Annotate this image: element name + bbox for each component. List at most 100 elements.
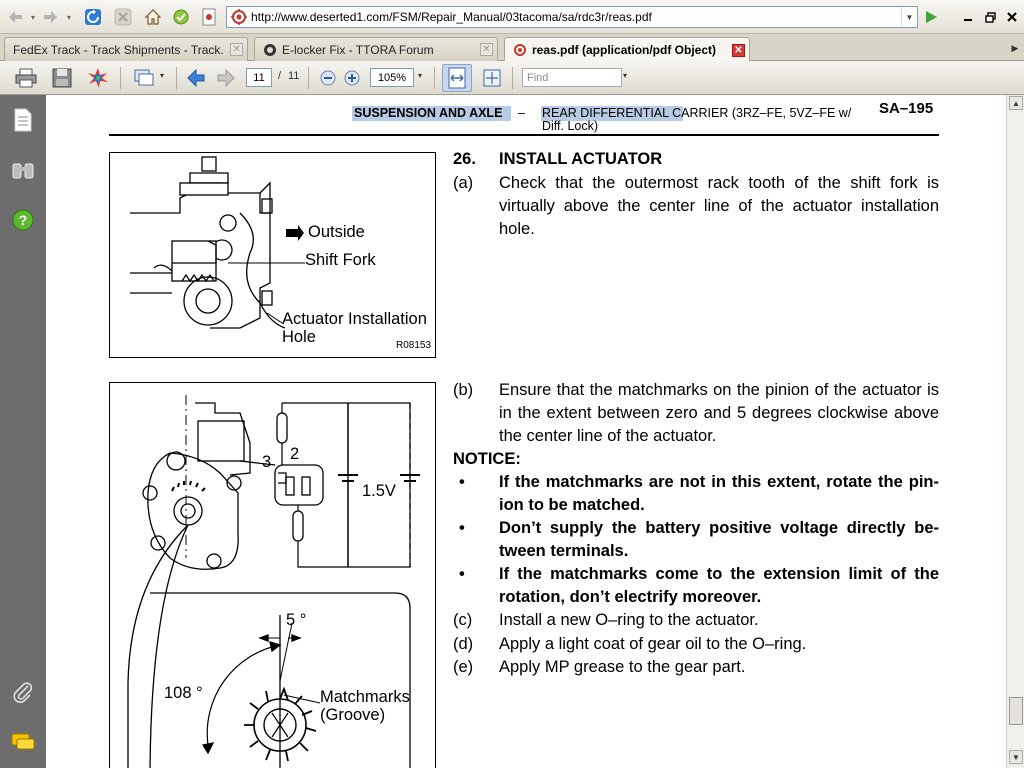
fit-page-icon (483, 69, 501, 87)
minimize-button[interactable] (960, 8, 976, 26)
substep-d-label: (d) (453, 635, 474, 653)
header-title-highlight (541, 106, 683, 121)
zoom-dropdown[interactable]: ▾ (418, 71, 423, 80)
previous-page-button[interactable] (184, 66, 208, 90)
back-arrow-icon (9, 11, 22, 23)
step-number: 26. (453, 150, 476, 168)
header-title-line1: REAR DIFFERENTIAL CARRIER (3RZ–FE, 5VZ–F… (542, 106, 852, 120)
notice-text: Don’t supply the battery positive voltag… (499, 519, 939, 560)
printer-icon (15, 68, 37, 88)
forward-button[interactable] (40, 6, 62, 28)
hand-select-icon (134, 69, 154, 86)
stop-button[interactable] (112, 6, 134, 28)
stop-icon (114, 8, 132, 26)
find-input[interactable]: Find (522, 68, 622, 87)
fit-page-button[interactable] (480, 66, 504, 90)
tab-reas-pdf[interactable]: reas.pdf (application/pdf Object) ✕ (504, 37, 750, 62)
search-panel-button[interactable] (10, 157, 36, 183)
tab-close-button[interactable]: ✕ (230, 43, 243, 56)
zoom-level-input[interactable]: 105% (370, 68, 414, 87)
total-pages: 11 (288, 70, 300, 82)
substep-e-label: (e) (453, 658, 474, 676)
header-section-highlight (352, 106, 511, 121)
arrow-left-icon (187, 69, 205, 87)
arrow-right-icon (217, 69, 235, 87)
comments-panel-button[interactable] (10, 729, 36, 755)
forward-arrow-icon (44, 11, 57, 23)
find-dropdown[interactable]: ▾ (623, 71, 628, 80)
url-history-dropdown[interactable]: ▼ (901, 7, 917, 27)
document-scrollbar[interactable]: ▲ ▼ (1006, 95, 1024, 768)
substep-b-label: (b) (453, 381, 474, 399)
label-actuator-hole-line1: Actuator Installation (282, 310, 427, 328)
puzzle-icon (173, 9, 189, 25)
page-number-input[interactable]: 11 (246, 68, 272, 87)
fit-width-button[interactable] (442, 64, 472, 92)
back-button[interactable] (4, 6, 26, 28)
pdf-toolbar: ▾ 11 / 11 105% ▾ Find ▾ (0, 61, 1024, 95)
tab-bar: FedEx Track - Track Shipments - Track...… (0, 34, 1024, 62)
label-terminal-2: 2 (290, 445, 300, 463)
back-history-dropdown[interactable]: ▾ (30, 12, 35, 22)
header-title-line2: Diff. Lock) (542, 119, 599, 133)
notice-bullet: • (459, 519, 465, 537)
substep-c-label: (c) (453, 611, 473, 629)
label-matchmarks-line2: (Groove) (320, 706, 386, 724)
select-tool-dropdown[interactable]: ▾ (160, 71, 165, 80)
save-button[interactable] (50, 66, 74, 90)
label-battery-voltage: 1.5V (362, 482, 396, 500)
pages-panel-button[interactable] (10, 107, 36, 133)
zoom-out-button[interactable] (316, 66, 340, 90)
scroll-up-button[interactable]: ▲ (1009, 96, 1023, 110)
home-icon (144, 9, 162, 25)
substep-c-text: Install a new O–ring to the actuator. (499, 611, 759, 629)
url-text[interactable]: http://www.deserted1.com/FSM/Repair_Manu… (251, 10, 652, 24)
print-button[interactable] (14, 66, 38, 90)
home-button[interactable] (142, 6, 164, 28)
restore-button[interactable] (982, 8, 998, 26)
navigation-bar: ▾ ▾ http://www.deserted1.com/FSM/Repair_… (0, 0, 1024, 34)
toolbar-separator (512, 67, 513, 89)
collaborate-button[interactable] (86, 66, 110, 90)
notice-bullet: • (459, 473, 465, 491)
actuator-wiring-drawing (127, 395, 420, 768)
select-tool-button[interactable] (132, 66, 156, 90)
next-page-button[interactable] (214, 66, 238, 90)
header-dash: – (518, 106, 525, 120)
tab-close-button[interactable]: ✕ (480, 43, 493, 56)
tab-close-button[interactable]: ✕ (732, 43, 745, 57)
scroll-down-button[interactable]: ▼ (1009, 750, 1023, 764)
attachments-panel-button[interactable] (10, 679, 36, 705)
toolbar-separator (176, 67, 177, 89)
tab-scroll-button[interactable]: ▶ (1011, 42, 1019, 53)
scroll-thumb[interactable] (1009, 697, 1023, 725)
starburst-icon (88, 68, 108, 88)
floppy-disk-icon (52, 68, 72, 88)
page-icon (202, 8, 216, 26)
substep-a-text: Check that the outermost rack tooth of t… (499, 174, 939, 238)
pages-icon (14, 108, 32, 132)
step-title: INSTALL ACTUATOR (499, 150, 663, 168)
forum-favicon-icon (264, 43, 276, 56)
notice-text: If the matchmarks come to the extension … (499, 565, 939, 606)
help-icon: ? (12, 209, 34, 231)
go-button[interactable] (920, 6, 942, 28)
reload-button[interactable] (82, 6, 104, 28)
figure-actuator-matchmarks: 3 2 1.5V 5 ° 108 ° Matchmarks (Groove) (109, 382, 436, 768)
url-bar[interactable]: http://www.deserted1.com/FSM/Repair_Manu… (226, 6, 918, 28)
comment-icon (11, 733, 35, 750)
minus-circle-icon (320, 70, 336, 86)
forward-history-dropdown[interactable]: ▾ (66, 12, 71, 22)
fit-width-icon (448, 67, 466, 89)
close-window-button[interactable] (1004, 8, 1020, 26)
tab-ttora-forum[interactable]: E-locker Fix - TTORA Forum ✕ (254, 37, 498, 61)
substep-e-text: Apply MP grease to the gear part. (499, 658, 746, 676)
zoom-in-button[interactable] (340, 66, 364, 90)
label-terminal-3: 3 (262, 453, 272, 471)
shift-fork-drawing (130, 156, 305, 329)
help-button[interactable]: ? (10, 207, 36, 233)
tab-fedex[interactable]: FedEx Track - Track Shipments - Track...… (4, 37, 248, 61)
header-rule (109, 134, 939, 136)
bookmark-button[interactable] (198, 6, 220, 28)
addon-button[interactable] (170, 6, 192, 28)
